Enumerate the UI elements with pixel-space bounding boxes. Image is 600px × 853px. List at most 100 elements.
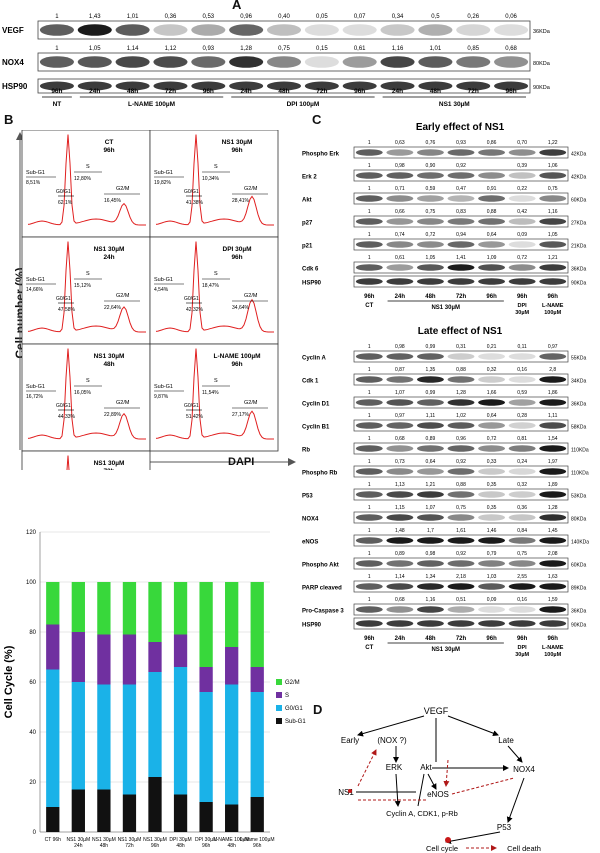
blot-c-late-band <box>355 606 383 613</box>
bar-segment <box>97 634 111 685</box>
diagram-arrow-p53-cell-cycle <box>445 831 501 845</box>
blot-c-late-frame <box>353 350 569 363</box>
blot-c-late-band <box>478 560 506 567</box>
blot-c-late-band <box>386 353 414 360</box>
blot-c-late-value: 0,73 <box>395 459 405 465</box>
blot-c-early-value: 0,75 <box>426 209 436 215</box>
blot-c-early-band <box>447 195 475 202</box>
blot-c-late-value: 1 <box>368 528 371 534</box>
bar-category-label: L-Name 100µM <box>240 837 275 843</box>
gate-g0g1-value: 41,38% <box>186 200 204 206</box>
blot-c-late-band <box>508 399 536 406</box>
bar-segment <box>250 692 264 797</box>
blot-c-late-band <box>386 514 414 521</box>
blot-a-value: 1,43 <box>89 14 101 20</box>
blot-c-late-value: 2,8 <box>549 367 556 373</box>
blot-c-early-size: 90KDa <box>571 281 587 287</box>
blot-c-late-value: 1 <box>368 413 371 419</box>
gate-g2m-value: 27,17% <box>232 412 250 418</box>
bar-segment <box>97 684 111 790</box>
bar-segment <box>199 667 213 692</box>
blot-c-late-value: 1,89 <box>548 482 558 488</box>
blot-c-late-band <box>478 606 506 613</box>
blot-a-band <box>304 56 339 68</box>
blot-c-late-band <box>386 583 414 590</box>
blot-a-value: 1,28 <box>240 46 252 52</box>
blot-c-early-value: 1 <box>368 163 371 169</box>
blot-c-early-band <box>508 278 536 285</box>
blot-a-band <box>229 81 264 91</box>
blot-a-band <box>380 56 415 68</box>
blot-c-early-band <box>386 264 414 271</box>
blot-c-late-band <box>386 399 414 406</box>
bar-segment <box>97 582 111 635</box>
bar-chart-ytick: 60 <box>29 680 36 686</box>
blot-c-early-band <box>447 218 475 225</box>
blot-c-late-band <box>539 445 567 452</box>
blot-a-lane-label: 48h <box>278 88 289 95</box>
blot-a-band <box>418 56 453 68</box>
diagram-arrow-akt-enos <box>427 773 437 790</box>
bar-segment <box>122 582 137 635</box>
blot-c-early-band <box>508 195 536 202</box>
gate-g0g1-value: 47,58% <box>58 307 76 313</box>
gate-g2m-value: 16,45% <box>104 198 122 204</box>
blot-c-late-band <box>539 620 567 627</box>
blot-c-late-band <box>355 399 383 406</box>
blot-a-value: 0,96 <box>240 14 252 20</box>
blot-c-late-value: 0,32 <box>517 482 527 488</box>
blot-a-row-label: HSP90 <box>2 82 28 91</box>
blot-c-late-value: 0,28 <box>517 413 527 419</box>
blot-c-early-value: 0,90 <box>426 163 436 169</box>
bar-category-label: DPI 30µM <box>195 837 217 843</box>
blot-c-late-value: 0,92 <box>456 459 466 465</box>
blot-c-late-band <box>416 376 444 383</box>
blot-c-late-value: 0,98 <box>426 551 436 557</box>
gate-g0g1-label: G0/G1 <box>184 189 199 195</box>
blot-a-band <box>115 24 150 36</box>
blot-c-early-value: 0,92 <box>456 163 466 169</box>
blot-c-late-value: 0,99 <box>426 390 436 396</box>
blot-c-late-band <box>508 606 536 613</box>
blot-c-early-value: 0,47 <box>456 186 466 192</box>
blot-a-band <box>153 56 188 68</box>
blot-c-early-band <box>478 264 506 271</box>
blot-a-value: 0,07 <box>354 14 366 20</box>
gate-g0g1-label: G0/G1 <box>184 403 199 409</box>
legend-label: Sub-G1 <box>285 719 306 725</box>
blot-c-late-value: 0,31 <box>456 344 466 350</box>
blot-a-group-label: L-NAME 100µM <box>128 101 175 108</box>
blot-c-early-value: 1,22 <box>548 140 558 146</box>
diagram-dashed-enos-loop <box>443 759 450 787</box>
blot-c-ns1-label: NS1 30µM <box>431 647 459 653</box>
histogram-subtitle: 96h <box>103 147 114 154</box>
blot-c-late-value: 1,28 <box>456 390 466 396</box>
blot-c-late-row-label: P53 <box>302 494 313 500</box>
bar-chart-ytick: 100 <box>26 580 37 586</box>
bar-chart-ytick: 20 <box>29 780 36 786</box>
blot-c-early-band <box>478 172 506 179</box>
blot-a-band <box>342 56 377 68</box>
gate-g2m-value: 22,89% <box>104 412 122 418</box>
histogram-panel: DPI 30µM96hSub-G14,54%S18,47%G0/G142,32%… <box>149 236 279 345</box>
blot-c-early-band <box>447 149 475 156</box>
blot-c-late-value: 0,92 <box>456 551 466 557</box>
blot-c-lane-label: 72h <box>456 294 467 300</box>
bar-segment <box>148 582 162 642</box>
blot-a-value: 0,15 <box>316 46 328 52</box>
blot-c-lname-label: L-NAME <box>542 645 564 651</box>
blot-c-late-value: 0,75 <box>456 505 466 511</box>
blot-c-late-value: 1,28 <box>548 505 558 511</box>
bar-category-label: L-NAME 100µM <box>214 837 250 843</box>
bar-segment <box>122 794 137 832</box>
blot-c-lane-label: 96h <box>364 294 375 300</box>
bar-segment <box>225 647 239 685</box>
blot-c-late-value: 0,97 <box>548 344 558 350</box>
blot-c-late-band <box>386 376 414 383</box>
bar-segment <box>199 802 213 832</box>
blot-c-late-value: 1,02 <box>456 413 466 419</box>
blot-c-late-size: 60KDa <box>571 563 587 569</box>
histogram-title: NS1 30µM <box>222 139 253 146</box>
blot-a-band <box>456 56 491 68</box>
